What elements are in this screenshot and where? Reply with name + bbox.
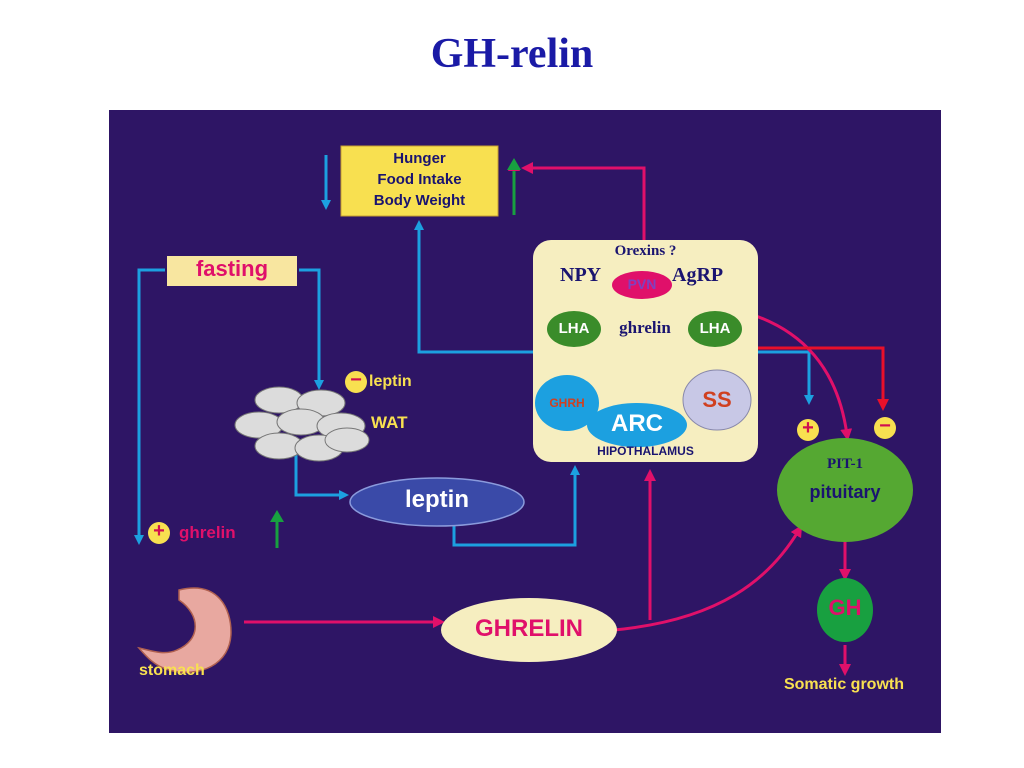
- wat-label: WAT: [371, 413, 408, 432]
- arrow-hypothalamus-to-outcome: [414, 220, 533, 354]
- ghrelin-hypo-label: ghrelin: [619, 318, 671, 337]
- pituitary-plus-sign: +: [802, 417, 814, 439]
- arrow-hypothalamus-to-outcome-top: [521, 162, 646, 240]
- arrow-leptin-to-hypothalamus: [452, 465, 580, 547]
- pituitary-oval: [777, 438, 913, 542]
- pituitary-plus-circle: [797, 419, 819, 441]
- pvn-oval: [612, 271, 672, 299]
- arrow-outcome-up-head: [507, 158, 521, 170]
- fasting-box: [167, 256, 297, 286]
- pit1-label: PIT-1: [826, 456, 864, 472]
- ghrelin-plus-sign: +: [153, 520, 165, 542]
- hypothalamus-label: HIPOTHALAMUS: [597, 444, 694, 458]
- arrow-fasting-to-leptin: [299, 268, 324, 390]
- pvn-label: PVN: [627, 276, 657, 292]
- leptin-minus-label: leptin: [369, 373, 412, 390]
- diagram-panel: Hunger Food Intake Body Weight fasting −…: [109, 110, 941, 733]
- outcome-hunger: Hunger: [393, 150, 446, 167]
- leptin-minus-sign: −: [350, 369, 362, 391]
- arc-oval: [587, 403, 687, 447]
- pituitary-label: pituitary: [809, 482, 881, 502]
- arc-label: ARC: [611, 410, 663, 437]
- lha-left-oval: [547, 311, 601, 347]
- arrow-fasting-to-ghrelin: [134, 268, 165, 545]
- gh-label: GH: [828, 595, 862, 620]
- ss-oval: [682, 369, 752, 431]
- lha-right-label: LHA: [699, 320, 731, 337]
- arrow-ghrelin-up-head: [270, 510, 284, 522]
- lha-left-label: LHA: [558, 320, 590, 337]
- leptin-oval-label: leptin: [405, 486, 469, 513]
- outcome-box: [340, 145, 499, 217]
- ghrelin-oval: [441, 598, 617, 662]
- green-arrows: [270, 158, 521, 548]
- outcome-food-intake: Food Intake: [377, 171, 462, 188]
- leptin-minus-circle: [345, 371, 367, 393]
- pituitary-minus-circle: [874, 417, 896, 439]
- orexins-label: Orexins ?: [614, 243, 677, 259]
- arrow-wat-to-leptin-oval: [294, 455, 349, 500]
- diagram-svg: [134, 145, 913, 676]
- stomach-label: stomach: [139, 662, 205, 679]
- arrow-ghrelin-to-pituitary: [613, 524, 803, 632]
- ghrh-oval: [535, 375, 599, 431]
- ss-label: SS: [702, 387, 732, 412]
- pituitary-minus-sign: −: [879, 415, 891, 437]
- outcome-body-weight: Body Weight: [373, 192, 466, 209]
- ghrh-label: GHRH: [549, 396, 585, 410]
- lha-right-oval: [688, 311, 742, 347]
- wat-cells: [234, 386, 370, 462]
- ghrelin-plus-label: ghrelin: [179, 523, 236, 542]
- agrp-label: AgRP: [672, 264, 724, 286]
- gh-oval: [817, 578, 873, 642]
- npy-label: NPY: [560, 264, 602, 286]
- ghrelin-oval-label: GHRELIN: [475, 615, 583, 642]
- ghrelin-plus-circle: [148, 522, 170, 544]
- stomach-shape: [137, 587, 232, 674]
- fasting-label: fasting: [195, 256, 269, 281]
- arrow-ss-to-pituitary: [740, 346, 889, 411]
- leptin-oval: [349, 477, 525, 527]
- slide-title: GH-relin: [430, 31, 594, 77]
- somatic-growth-label: Somatic growth: [783, 676, 904, 693]
